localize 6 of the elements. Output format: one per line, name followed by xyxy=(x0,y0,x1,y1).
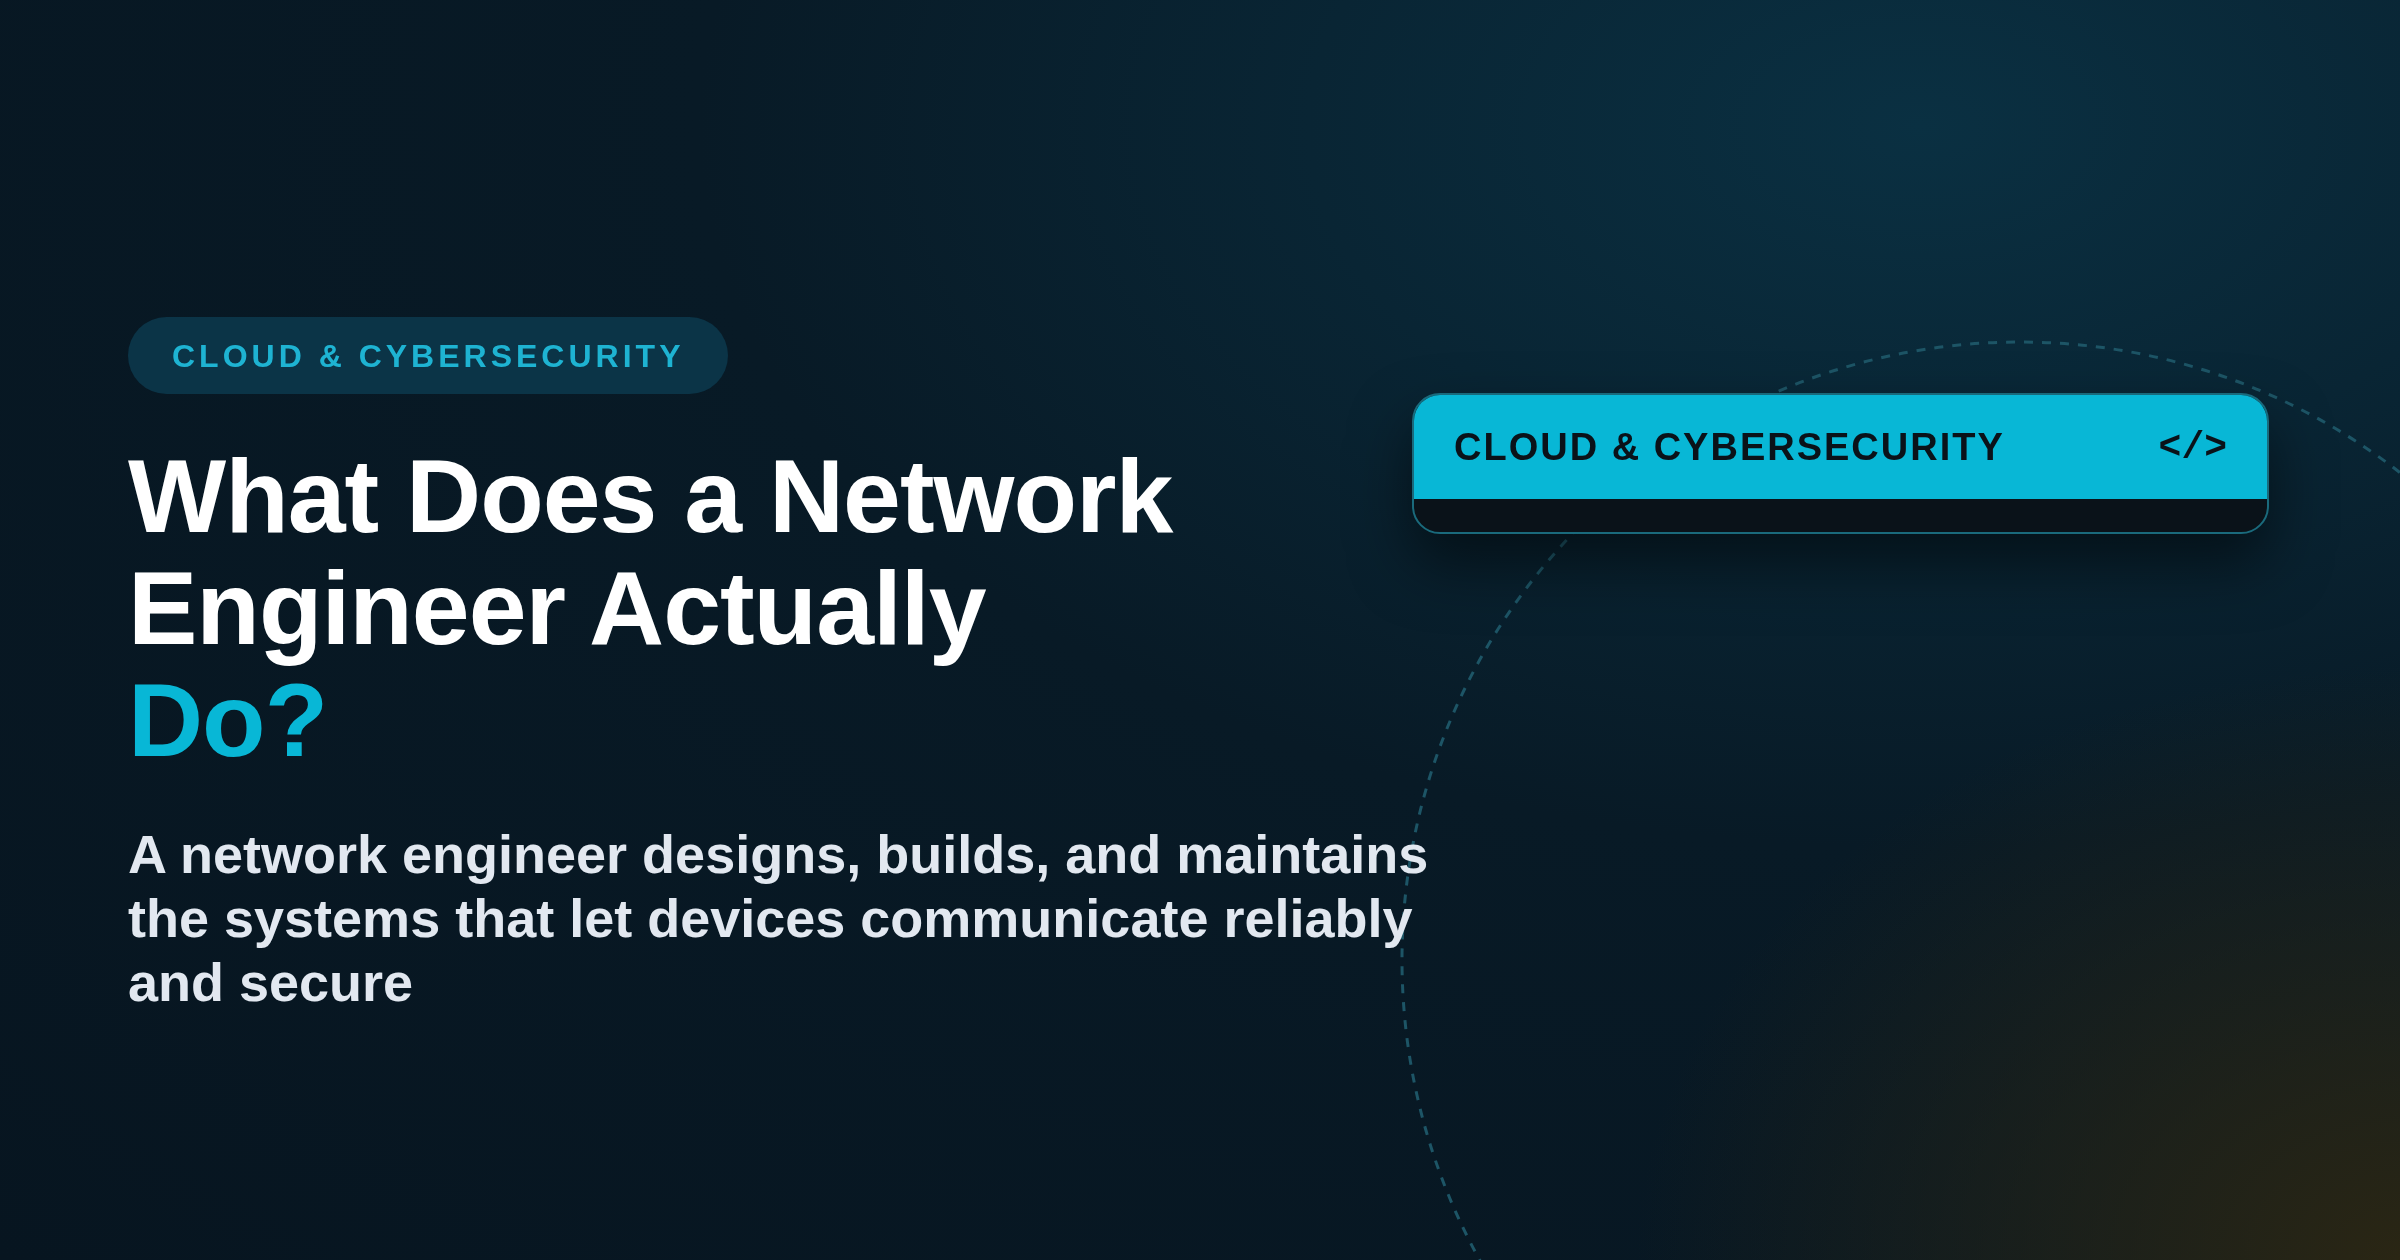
category-text: CLOUD & CYBERSECURITY xyxy=(172,336,685,376)
category-card xyxy=(1412,393,2269,534)
code-symbol: </> xyxy=(2158,424,2227,471)
subtitle: A network engineer designs, builds, and maintains the systems that let devices communicate reliably and secure xyxy=(128,823,1430,1014)
title: What Does a Network Engineer Actually Do? xyxy=(128,440,1174,776)
card-title: CLOUD & CYBERSECURITY xyxy=(1454,424,2005,470)
